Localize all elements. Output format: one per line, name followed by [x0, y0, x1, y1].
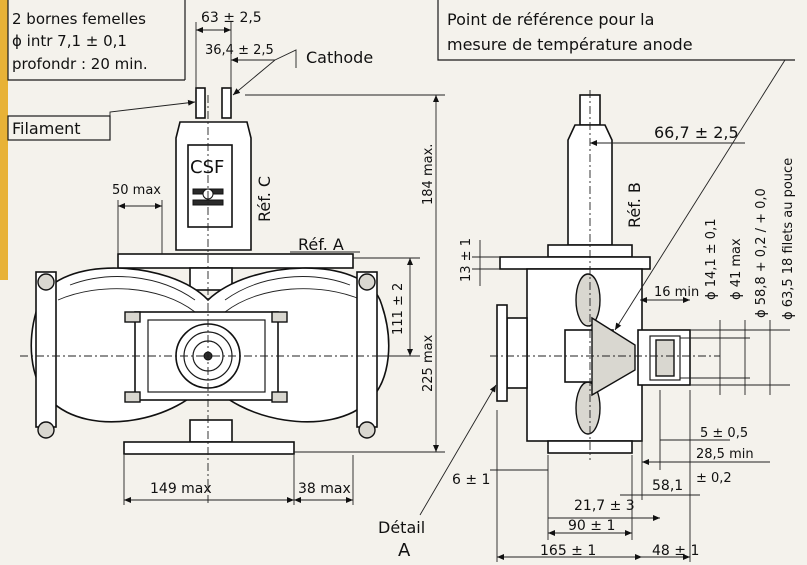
detail-letter: A [398, 540, 411, 561]
dim-0-2: ± 0,2 [696, 471, 732, 486]
dim-phi-41: ϕ 41 max [729, 238, 744, 300]
dim-28-5: 28,5 min [696, 447, 754, 462]
dim-90: 90 ± 1 [568, 518, 615, 534]
bornes-note-line-1: 2 bornes femelles [12, 10, 146, 28]
reference-note-frame [437, 0, 795, 61]
dim-phi-14-1: ϕ 14,1 ± 0,1 [704, 219, 719, 301]
dim-16: 16 min [654, 285, 699, 300]
ref-b-flange [499, 256, 651, 270]
right-view [490, 90, 720, 460]
ref-a-label: Réf. A [298, 235, 344, 254]
left-dimensions [109, 22, 445, 505]
accent-bar [0, 0, 8, 280]
left-flange-a [496, 304, 508, 402]
dim-21-7: 21,7 ± 3 [574, 498, 635, 514]
bornes-note-line-2: ϕ intr 7,1 ± 0,1 [12, 32, 127, 50]
cathode-pin [221, 87, 232, 119]
detail-label: Détail [378, 518, 425, 537]
dim-184: 184 max. [421, 144, 436, 205]
dim-63: 63 ± 2,5 [201, 10, 262, 26]
dim-66-7: 66,7 ± 2,5 [654, 123, 739, 142]
right-dimensions [419, 59, 790, 562]
dim-36-4: 36,4 ± 2,5 [205, 43, 274, 58]
dim-5: 5 ± 0,5 [700, 426, 748, 441]
dim-149: 149 max [150, 481, 212, 497]
left-view [20, 87, 400, 505]
bornes-note-line-3: profondr : 20 min. [12, 55, 148, 73]
bornes-note-frame [7, 0, 186, 81]
dim-165: 165 ± 1 [540, 543, 596, 559]
csf-marking: CSF [190, 157, 224, 178]
dim-58-1: 58,1 [652, 478, 683, 494]
dim-50: 50 max [112, 183, 161, 198]
dim-13: 13 ± 1 [459, 238, 474, 282]
dim-111: 111 ± 2 [391, 283, 406, 335]
base-plate [123, 441, 295, 455]
reference-note-line-1: Point de référence pour la [447, 10, 654, 29]
ref-c-label: Réf. C [255, 176, 274, 222]
csf-label-plate [187, 144, 233, 228]
left-bracket [35, 271, 57, 428]
cathode-label: Cathode [306, 48, 373, 67]
filament-label-box [7, 115, 111, 141]
dim-48: 48 ± 1 [652, 543, 699, 559]
dim-38: 38 max [298, 481, 351, 497]
right-bracket [356, 271, 378, 428]
dim-6: 6 ± 1 [452, 472, 490, 488]
filament-pin [195, 87, 206, 119]
ref-a-flange [117, 253, 354, 269]
ref-b-label: Réf. B [625, 182, 644, 228]
dim-phi-58-8: ϕ 58,8 + 0,2 / + 0,0 [754, 188, 769, 318]
filament-label: Filament [12, 119, 81, 138]
dim-phi-63-5: ϕ 63,5 18 filets au pouce [781, 158, 796, 320]
dim-225: 225 max [421, 334, 436, 392]
reference-note-line-2: mesure de température anode [447, 35, 693, 54]
